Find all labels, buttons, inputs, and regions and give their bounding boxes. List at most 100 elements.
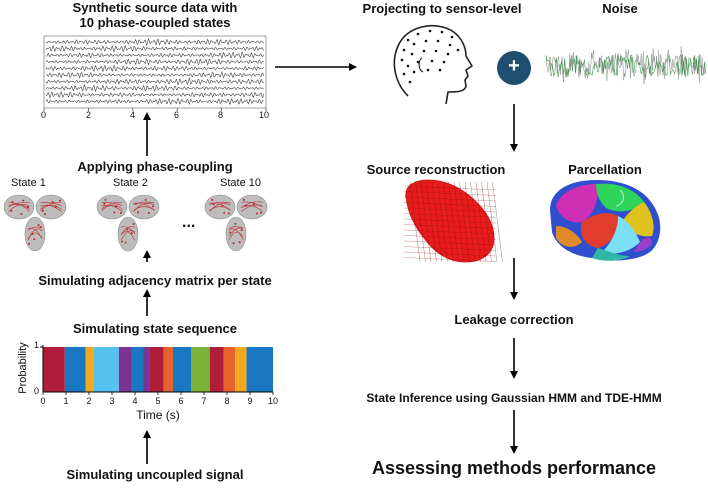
- state-segment: [223, 347, 236, 392]
- source-reconstruction-title: Source reconstruction: [366, 162, 506, 177]
- state-segment: [93, 347, 119, 392]
- network-node: [228, 212, 230, 215]
- network-edge: [209, 206, 231, 211]
- plus-symbol: +: [508, 55, 520, 77]
- sequence-y-tick-0: 0: [34, 386, 40, 396]
- synthetic-tick-8: 8: [218, 110, 224, 120]
- sequence-x-tick-label: 3: [109, 396, 115, 406]
- brain-icon: [3, 194, 67, 252]
- grid-line: [403, 240, 497, 246]
- sequence-x-tick-label: 5: [155, 396, 161, 406]
- grid-lines: [403, 181, 503, 263]
- grid-line: [475, 181, 487, 263]
- brain-view: [236, 194, 268, 220]
- uncoupled-title: Simulating uncoupled signal: [66, 467, 244, 482]
- network-node: [211, 198, 214, 201]
- grid-line: [437, 181, 448, 263]
- grid-line: [470, 181, 481, 263]
- brain-icon: [204, 194, 268, 252]
- grid-line: [403, 196, 497, 202]
- network-edge: [120, 230, 136, 241]
- network-node: [28, 242, 31, 245]
- grid-line: [403, 257, 497, 262]
- network-node: [130, 232, 133, 235]
- network-node: [238, 241, 241, 244]
- grid-line: [403, 235, 497, 240]
- network-edge: [8, 204, 30, 213]
- network-node: [242, 198, 245, 201]
- sequence-x-tick-label: 7: [201, 396, 207, 406]
- synthetic-tick-6: 6: [174, 110, 180, 120]
- network-edge: [101, 202, 123, 210]
- network-edge: [228, 231, 244, 241]
- state-segment: [172, 347, 192, 392]
- sequence-x-tick-label: 2: [86, 396, 92, 406]
- network-node: [124, 241, 127, 244]
- network-edge: [27, 232, 43, 240]
- grid-line: [448, 181, 459, 263]
- synthetic-tick-4: 4: [130, 110, 136, 120]
- state-segment: [131, 347, 144, 392]
- sequence-x-tick-label: 6: [178, 396, 184, 406]
- grid-line: [403, 213, 497, 218]
- brain-icon: [96, 194, 160, 252]
- network-node: [10, 209, 13, 212]
- sensor-dot: [428, 29, 432, 33]
- network-node: [229, 231, 232, 234]
- signal-axis-ticks: [43, 108, 267, 111]
- synthetic-title-line2: 10 phase-coupled states: [79, 15, 231, 30]
- grid-line: [403, 224, 497, 229]
- plus-icon: [497, 51, 531, 85]
- grid-line: [415, 181, 426, 263]
- grid-line: [481, 181, 492, 263]
- signal-trace: [45, 38, 264, 47]
- network-node: [147, 212, 150, 215]
- brain-view: [117, 216, 139, 252]
- signal-trace: [45, 64, 264, 73]
- brain-view: [128, 194, 160, 220]
- state-sequence-bars: [40, 346, 273, 392]
- state-segment: [191, 347, 210, 392]
- sensor-dot: [450, 35, 454, 39]
- network-node: [126, 228, 129, 231]
- network-node: [54, 206, 57, 208]
- sensor-dot: [448, 43, 452, 47]
- state-2-label: State 2: [113, 177, 148, 189]
- signal-trace: [45, 71, 264, 79]
- grid-line: [431, 181, 443, 263]
- brain-view: [204, 194, 236, 220]
- synthetic-tick-10: 10: [259, 110, 270, 120]
- signal-trace: [45, 77, 264, 86]
- synthetic-tick-0: 0: [41, 110, 47, 120]
- synthetic-title-line1: Synthetic source data with: [72, 0, 238, 15]
- network-node: [120, 212, 122, 215]
- network-node: [103, 202, 106, 205]
- sensor-dot: [438, 68, 442, 72]
- grid-line: [403, 229, 497, 235]
- sequence-title: Simulating state sequence: [73, 321, 237, 336]
- sensor-dot: [422, 49, 426, 53]
- network-node: [11, 201, 14, 204]
- state-segment: [149, 347, 164, 392]
- source-reconstruction-grid: [403, 179, 503, 263]
- grid-line: [459, 181, 470, 263]
- signal-traces: [45, 38, 264, 106]
- grid-line: [453, 181, 465, 263]
- projecting-title: Projecting to sensor-level: [362, 1, 522, 16]
- network-node: [252, 203, 255, 206]
- sensor-dot: [402, 72, 406, 76]
- noise-trace: [545, 46, 706, 84]
- noise-panel: [545, 46, 706, 84]
- sensor-dot: [440, 30, 444, 34]
- grid-line: [426, 181, 437, 263]
- adjacency-title: Simulating adjacency matrix per state: [38, 273, 272, 288]
- sensor-dot: [412, 42, 416, 46]
- sensor-dot: [430, 59, 434, 63]
- brain-view: [35, 194, 67, 220]
- grid-line: [403, 251, 497, 257]
- sequence-x-tick-label: 8: [224, 396, 230, 406]
- sensor-dot: [426, 68, 430, 72]
- network-node: [212, 203, 215, 206]
- state-brain-icons: [3, 194, 268, 252]
